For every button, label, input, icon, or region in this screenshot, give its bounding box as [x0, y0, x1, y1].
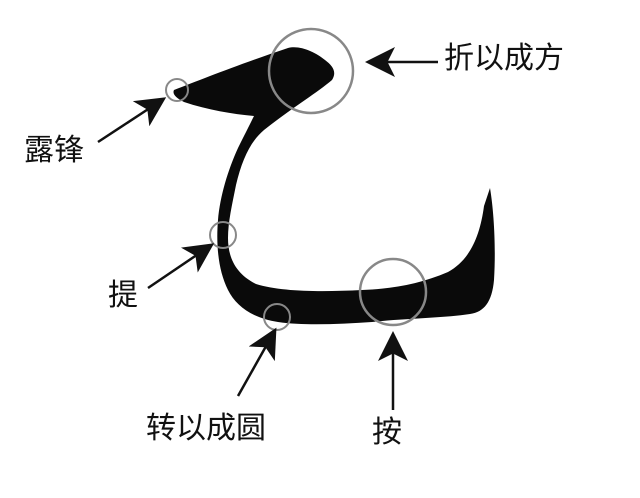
- lu-arrow: [97, 97, 167, 144]
- lu-circle: [165, 78, 189, 102]
- brush-stroke: [173, 47, 495, 325]
- label-zhe-yi-cheng-fang: 折以成方: [444, 41, 564, 76]
- label-lu-feng: 露锋: [24, 133, 84, 168]
- zhuan-arrow: [236, 327, 277, 397]
- label-an: 按: [372, 415, 402, 450]
- label-zhuan-yi-cheng-yuan: 转以成圆: [146, 411, 266, 446]
- an-circle: [358, 257, 428, 327]
- zhe-circle: [267, 27, 355, 115]
- ti-arrow: [147, 243, 215, 290]
- zhuan-circle: [263, 303, 291, 331]
- ti-circle: [209, 221, 237, 249]
- label-ti: 提: [108, 278, 138, 313]
